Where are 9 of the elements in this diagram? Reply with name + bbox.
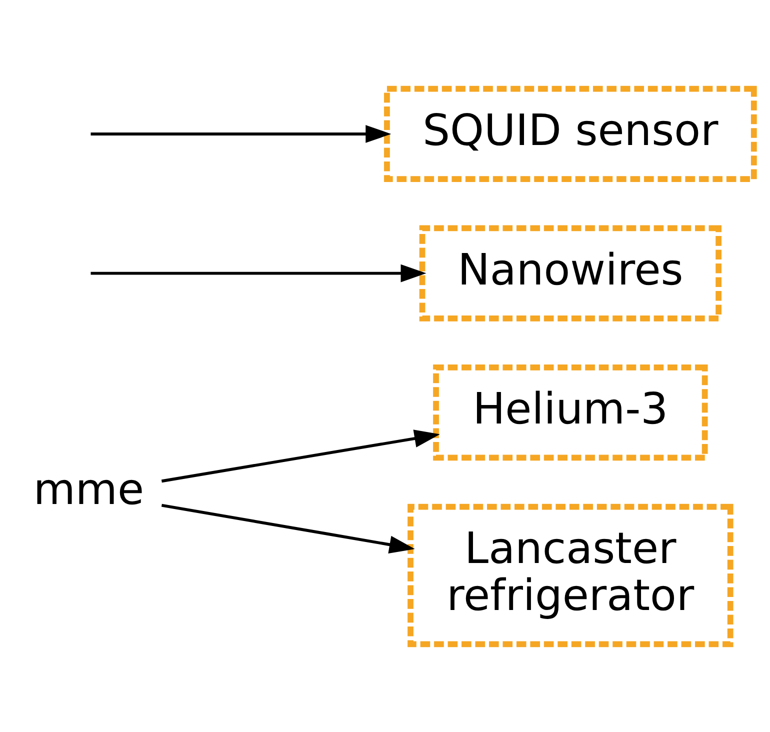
node-box: Helium-3 bbox=[433, 364, 708, 460]
node-box: SQUID sensor bbox=[384, 85, 757, 182]
arrow bbox=[90, 264, 426, 282]
arrow bbox=[161, 503, 415, 553]
node-text: mme bbox=[33, 464, 144, 515]
arrow bbox=[161, 429, 440, 482]
node-box: Lancaster refrigerator bbox=[408, 503, 734, 647]
arrow bbox=[90, 124, 392, 142]
node-box: Nanowires bbox=[419, 224, 722, 321]
